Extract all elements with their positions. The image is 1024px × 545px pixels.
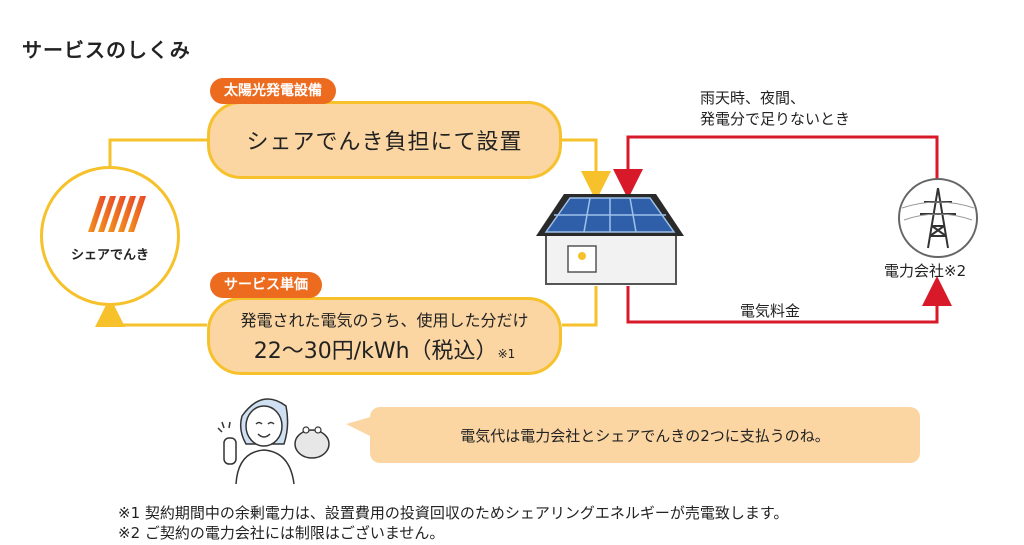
grid-note-line2: 発電分で足りないとき [700,110,851,128]
grid-supply-note: 雨天時、夜間、 発電分で足りないとき [700,88,850,130]
red-arrow-to-house [613,135,939,199]
service-price-tag: サービス単価 [210,272,322,298]
red-arrow-to-power [626,276,952,324]
speech-bubble-tail [346,416,374,438]
speech-bubble [370,407,920,463]
logo-circle [40,166,180,306]
woman-with-wallet-icon [217,398,330,485]
solar-equipment-pill: シェアでんき負担にて設置 [207,101,562,179]
transmission-tower-icon [901,187,975,249]
footnote-1: ※1 契約期間中の余剰電力は、設置費用の投資回収のためシェアリングエネルギーが売… [118,504,789,522]
power-company-label: 電力会社※2 [884,262,967,280]
service-price-pill: 発電された電気のうち、使用した分だけ 22～30円/kWh（税込）※1 [207,297,562,375]
service-description: 発電された電気のうち、使用した分だけ [240,311,529,330]
yellow-line-top-left [108,138,207,166]
price-note: ※1 [497,347,516,361]
price-value: 22～30円/kWh（税込） [253,339,498,364]
yellow-arrow-to-house [562,138,611,201]
speech-text: 電気代は電力会社とシェアでんきの2つに支払うのね。 [460,426,830,445]
logo-text: シェアでんき [70,248,149,263]
electricity-fee-label: 電気料金 [740,302,801,320]
solar-panel-stripes-icon [88,196,146,232]
service-price: 22～30円/kWh（税込）※1 [254,333,516,365]
page-title: サービスのしくみ [22,38,191,62]
yellow-line-bottom-right [562,286,598,327]
grid-note-line1: 雨天時、夜間、 [700,89,806,107]
solar-equipment-text: シェアでんき負担にて設置 [246,130,523,155]
footnote-2: ※2 ご契約の電力会社には制限はございません。 [118,524,445,542]
house-icon [536,194,684,285]
yellow-arrow-to-logo [95,297,207,327]
solar-equipment-tag: 太陽光発電設備 [210,78,336,104]
